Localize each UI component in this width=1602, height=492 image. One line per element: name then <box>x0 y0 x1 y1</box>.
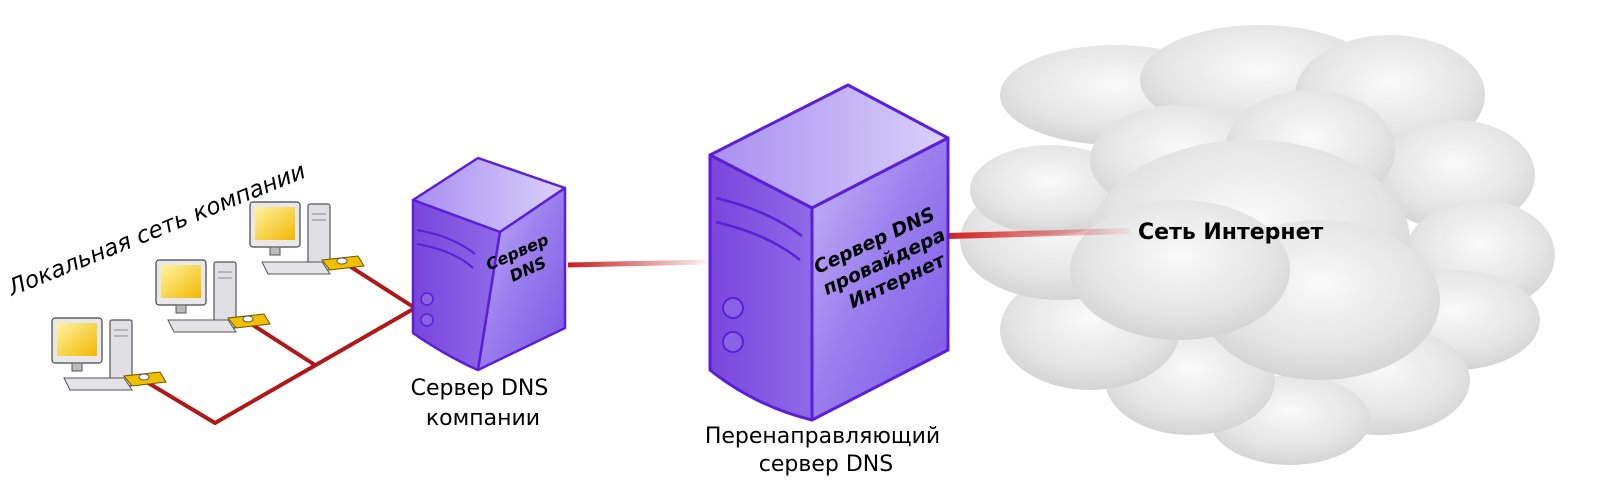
workstation-icon <box>51 317 167 391</box>
forwarding-to-internet-link <box>947 228 1131 239</box>
lan-wires <box>138 258 417 425</box>
forwarding-dns-caption: Перенаправляющий сервер DNS <box>705 424 947 477</box>
forwarding-dns-server-icon <box>708 83 950 422</box>
workstation-icon <box>249 201 365 275</box>
company-dns-server-icon <box>411 156 567 372</box>
company-dns-caption: Сервер DNS компании <box>411 376 556 431</box>
internet-cloud-icon <box>960 25 1555 465</box>
internet-label: Сеть Интернет <box>1138 220 1324 245</box>
company-to-forwarding-link <box>567 259 709 268</box>
workstation-icon <box>155 259 271 333</box>
